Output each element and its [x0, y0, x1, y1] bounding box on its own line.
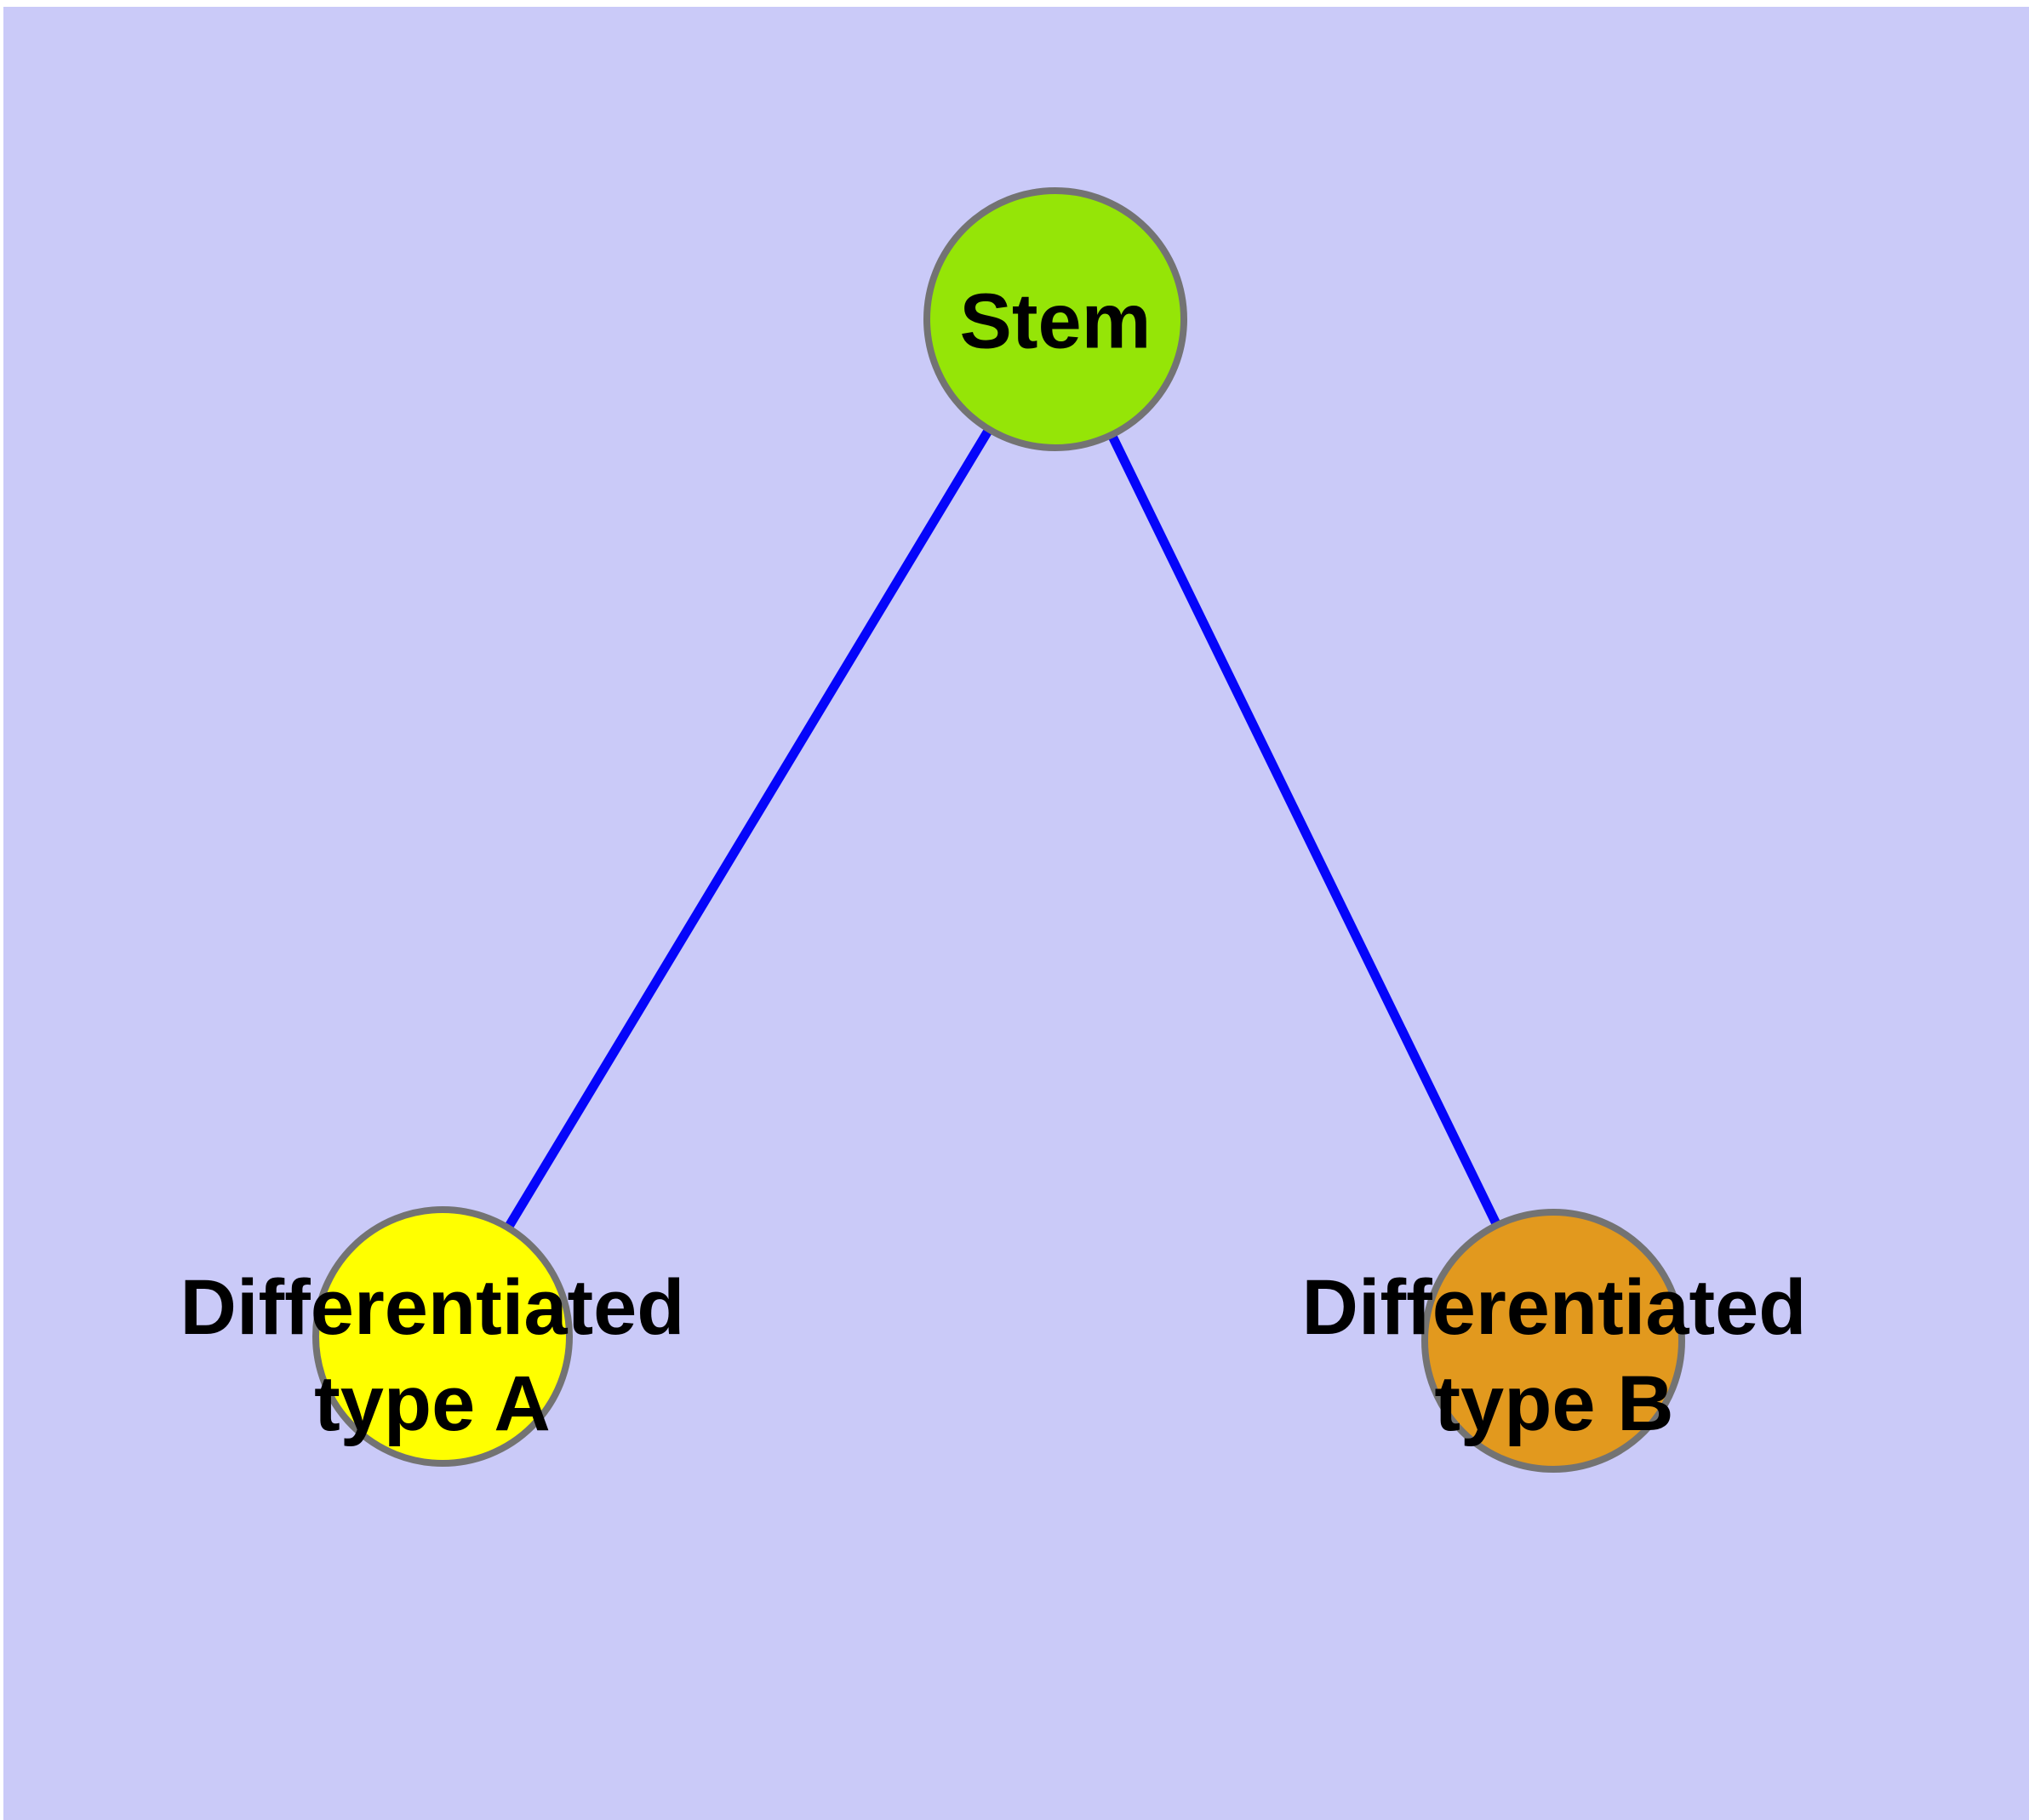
node-differentiated-type-a-circle: [312, 1206, 573, 1467]
edge-stem-to-type-a: [438, 317, 1060, 1339]
node-differentiated-type-b-circle: [1421, 1209, 1685, 1473]
edge-stem-to-type-b: [1051, 317, 1557, 1343]
node-stem-circle: [923, 187, 1187, 451]
